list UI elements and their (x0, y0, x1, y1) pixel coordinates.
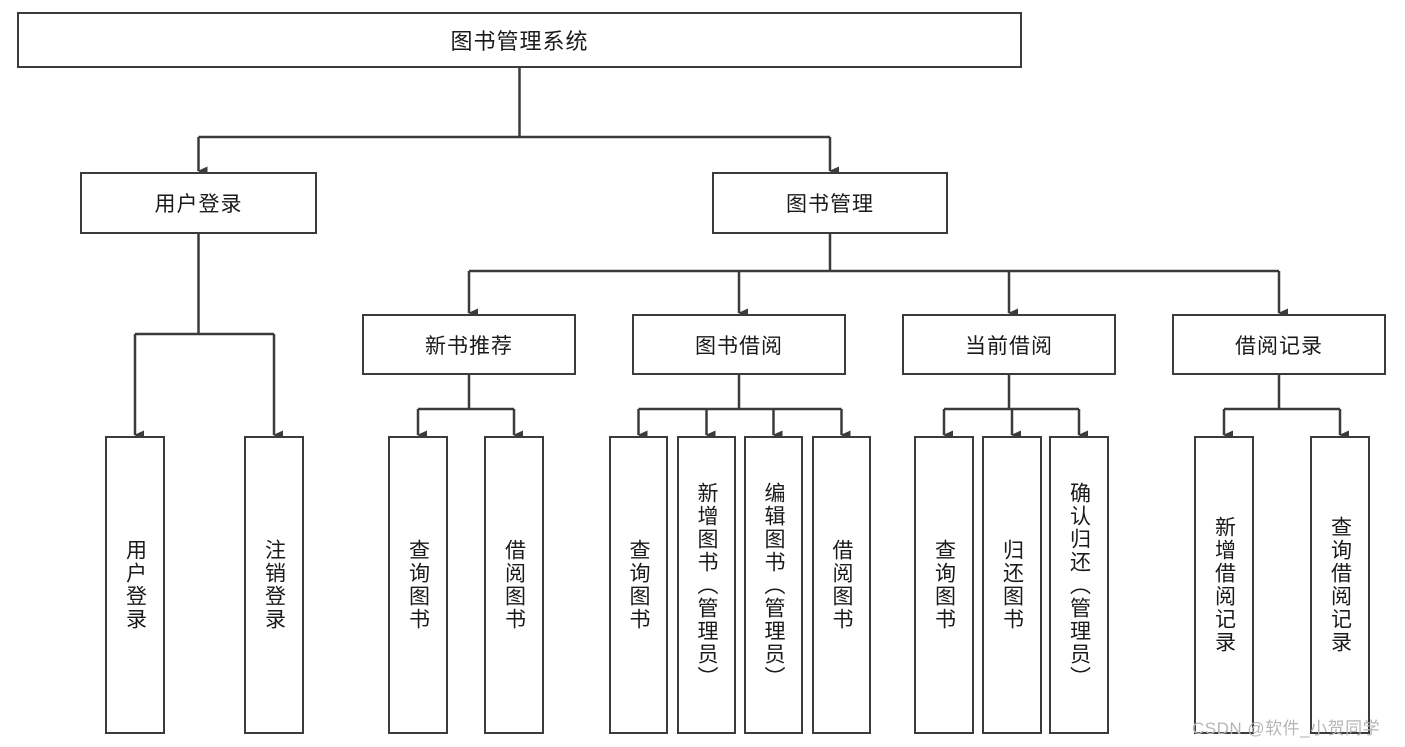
node-label: 用户登录 (154, 193, 243, 216)
node-leaf8[interactable]: 借阅图书 (812, 436, 871, 734)
node-leaf5[interactable]: 查询图书 (609, 436, 668, 734)
node-bookmgmt[interactable]: 图书管理 (712, 172, 948, 234)
node-leaf2[interactable]: 注销登录 (244, 436, 304, 734)
node-label: 查询借阅记录 (1328, 516, 1352, 654)
node-label: 查询图书 (627, 539, 651, 631)
node-label: 借阅图书 (502, 539, 526, 631)
node-leaf7[interactable]: 编辑图书（管理员） (744, 436, 803, 734)
node-label: 注销登录 (262, 539, 286, 631)
node-borrow[interactable]: 图书借阅 (632, 314, 846, 375)
node-label: 新书推荐 (425, 334, 513, 358)
node-leaf4[interactable]: 借阅图书 (484, 436, 544, 734)
node-leaf10[interactable]: 归还图书 (982, 436, 1042, 734)
node-current[interactable]: 当前借阅 (902, 314, 1116, 375)
node-login[interactable]: 用户登录 (80, 172, 317, 234)
node-records[interactable]: 借阅记录 (1172, 314, 1386, 375)
node-label: 查询图书 (406, 539, 430, 631)
node-leaf11[interactable]: 确认归还（管理员） (1049, 436, 1109, 734)
node-label: 借阅记录 (1235, 334, 1323, 358)
node-label: 查询图书 (932, 539, 956, 631)
node-label: 新增借阅记录 (1212, 516, 1236, 654)
node-leaf3[interactable]: 查询图书 (388, 436, 448, 734)
node-label: 借阅图书 (830, 539, 854, 631)
node-leaf1[interactable]: 用户登录 (105, 436, 165, 734)
node-newbook[interactable]: 新书推荐 (362, 314, 576, 375)
node-root[interactable]: 图书管理系统 (17, 12, 1022, 68)
node-leaf13[interactable]: 查询借阅记录 (1310, 436, 1370, 734)
node-leaf12[interactable]: 新增借阅记录 (1194, 436, 1254, 734)
node-label: 归还图书 (1000, 539, 1024, 631)
node-label: 图书管理系统 (450, 29, 589, 54)
node-label: 图书管理 (786, 193, 874, 216)
node-label: 用户登录 (123, 539, 147, 631)
node-label: 编辑图书（管理员） (762, 481, 786, 689)
node-label: 图书借阅 (695, 334, 783, 358)
csdn-watermark: CSDN @软件_小贺同学 (1192, 719, 1381, 738)
node-label: 当前借阅 (965, 334, 1053, 358)
node-leaf9[interactable]: 查询图书 (914, 436, 974, 734)
node-label: 新增图书（管理员） (695, 481, 719, 689)
node-label: 确认归还（管理员） (1067, 481, 1091, 689)
node-leaf6[interactable]: 新增图书（管理员） (677, 436, 736, 734)
